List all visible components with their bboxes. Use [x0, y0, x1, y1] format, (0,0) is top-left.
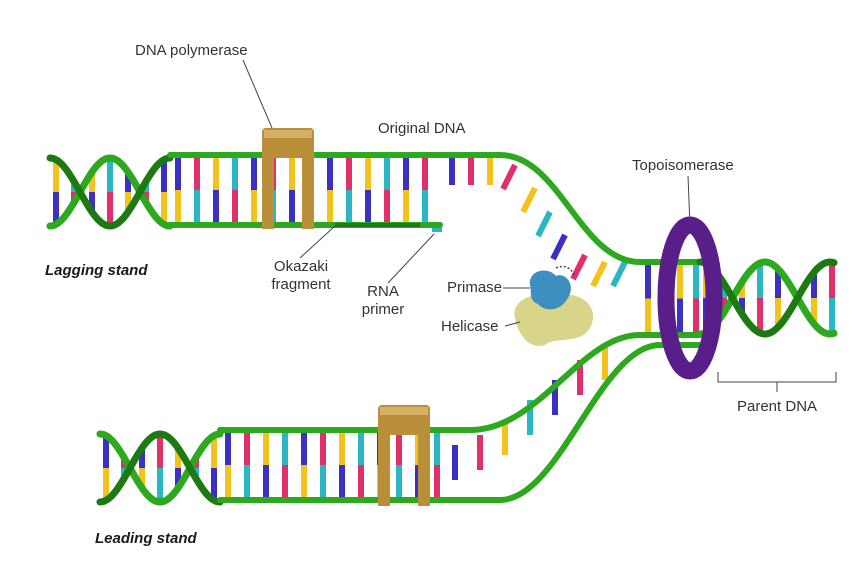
- helicase-leader: [504, 321, 521, 327]
- rna-primer-leader: [387, 233, 435, 284]
- lagging-helix-strand-a: [46, 154, 174, 230]
- rna-primer-label-1: RNA: [367, 283, 399, 300]
- topoisomerase-leader: [687, 175, 691, 227]
- primase-label: Primase: [447, 279, 503, 296]
- polymerase-leg-right: [302, 154, 314, 229]
- helicase-label: Helicase: [441, 318, 499, 335]
- polymerase-leg-left: [262, 154, 274, 229]
- polymerase-highlight: [380, 407, 428, 415]
- dna-polymerase-bottom-icon: [378, 405, 430, 506]
- proteins: [262, 128, 723, 506]
- polymerase-highlight: [264, 130, 312, 138]
- rna-primer-label-2: primer: [361, 301, 405, 318]
- lagging-helix-strand-b: [46, 154, 174, 230]
- okazaki-label-2: fragment: [271, 276, 331, 293]
- leading-helix-strand-a: [96, 430, 224, 506]
- leader-lines: [242, 59, 837, 392]
- unpaired-base: [570, 253, 588, 281]
- dna-polymerase-label: DNA polymerase: [135, 42, 248, 59]
- dna-polymerase-leader: [242, 59, 273, 129]
- okazaki-label-1: Okazaki: [273, 258, 329, 275]
- primase-icon: [529, 270, 571, 310]
- unpaired-base: [610, 260, 628, 288]
- lower-template-strand: [440, 342, 700, 503]
- backbones: [46, 152, 838, 506]
- primase-dotted-outline: [555, 265, 575, 277]
- parent-helix-strand-b: [696, 258, 838, 338]
- topoisomerase-label: Topoisomerase: [632, 157, 734, 174]
- dna-polymerase-top-icon: [262, 128, 314, 229]
- unpaired-base: [520, 186, 538, 214]
- parent-dna-label: Parent DNA: [737, 398, 818, 415]
- parent-helix-strand-a: [696, 258, 838, 338]
- original-dna-label: Original DNA: [378, 120, 466, 137]
- parent-dna-bracket: [717, 372, 837, 383]
- unpaired-base: [590, 260, 608, 288]
- polymerase-leg-left: [378, 431, 390, 506]
- unpaired-base: [550, 233, 568, 261]
- leading-strand-label: Leading stand: [95, 530, 197, 547]
- polymerase-leg-right: [418, 431, 430, 506]
- lagging-strand-label: Lagging stand: [45, 262, 148, 279]
- lower-new-strand: [440, 332, 700, 433]
- topoisomerase-ring-icon: [657, 216, 723, 380]
- okazaki-leader: [299, 225, 336, 259]
- helicase-icon: [514, 293, 594, 346]
- unpaired-base: [535, 210, 553, 238]
- leading-helix-strand-b: [96, 430, 224, 506]
- unpaired-base: [500, 163, 518, 191]
- upper-template-strand: [440, 152, 700, 265]
